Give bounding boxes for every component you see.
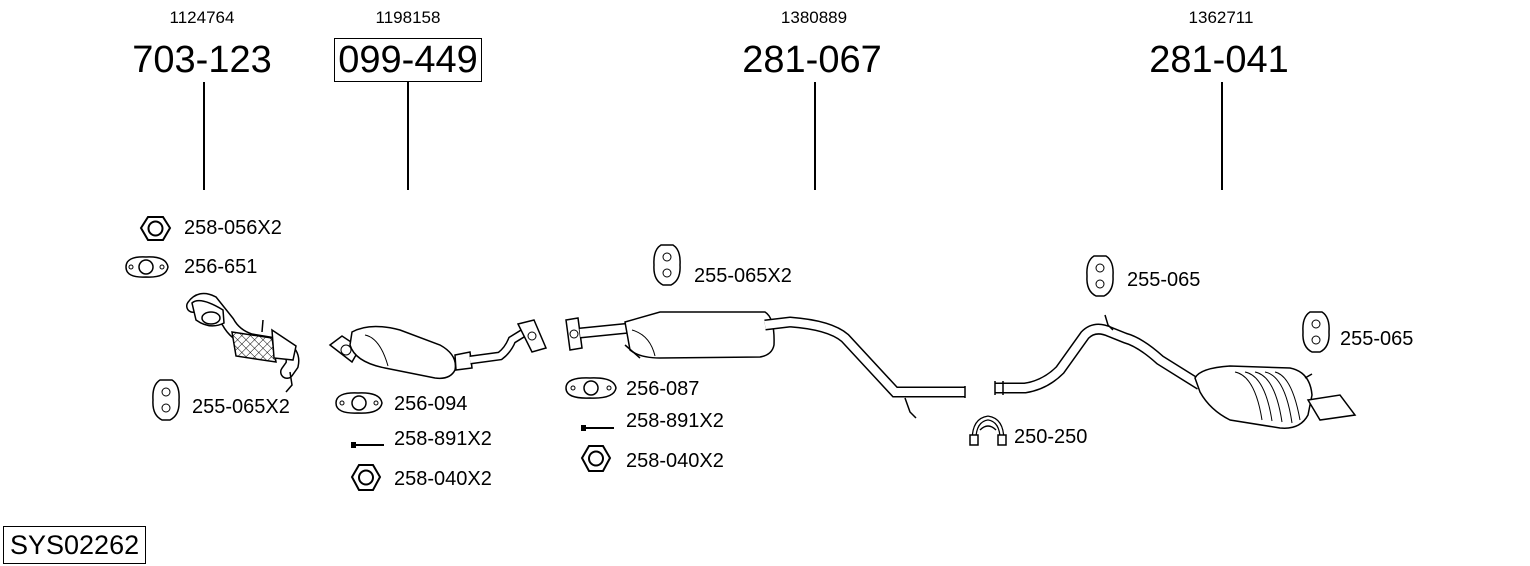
label-hanger-255-065x2: 255-065X2: [694, 265, 792, 287]
label-nut-258-056x2: 258-056X2: [184, 217, 282, 239]
part-number-703-123[interactable]: 703-123: [132, 39, 272, 81]
hex-nut-icon[interactable]: [580, 445, 612, 472]
leader-line-1: [203, 82, 205, 190]
part-number-099-449[interactable]: 099-449: [298, 38, 518, 82]
label-bolt-258-891x2: 258-891X2: [394, 428, 492, 450]
middle-silencer-281-067-icon[interactable]: [565, 311, 966, 419]
hex-nut-icon[interactable]: [139, 216, 172, 241]
gasket-icon[interactable]: [335, 392, 383, 414]
gasket-icon[interactable]: [125, 256, 169, 278]
leader-line-4: [1221, 82, 1223, 190]
oe-number-3: 1380889: [780, 8, 848, 27]
oe-number-2: 1198158: [375, 8, 441, 27]
oe-number-1: 1124764: [169, 8, 235, 27]
label-nut-258-040x2: 258-040X2: [626, 450, 724, 472]
hanger-rubber-icon[interactable]: [1302, 311, 1330, 353]
label-gasket-256-087: 256-087: [626, 378, 700, 400]
part-number-281-067[interactable]: 281-067: [742, 39, 882, 81]
label-gasket-256-651: 256-651: [184, 256, 258, 278]
hanger-rubber-icon[interactable]: [653, 244, 681, 286]
label-gasket-256-094: 256-094: [394, 393, 468, 415]
hanger-rubber-icon[interactable]: [152, 379, 180, 421]
label-hanger-255-065: 255-065: [1127, 269, 1201, 291]
bolt-icon[interactable]: [581, 425, 614, 431]
leader-line-3: [814, 82, 816, 190]
hanger-rubber-icon[interactable]: [1086, 255, 1114, 297]
gasket-icon[interactable]: [565, 377, 617, 399]
bolt-icon[interactable]: [351, 442, 384, 448]
front-pipe-703-123-icon[interactable]: [186, 292, 300, 393]
rear-silencer-281-041-icon[interactable]: [994, 314, 1357, 429]
leader-line-2: [407, 82, 409, 190]
pipe-clamp-icon[interactable]: [969, 415, 1007, 446]
label-hanger-255-065x2: 255-065X2: [192, 396, 290, 418]
system-code: SYS02262: [3, 526, 147, 564]
label-hanger-255-065: 255-065: [1340, 328, 1414, 350]
oe-number-4: 1362711: [1188, 8, 1254, 27]
hex-nut-icon[interactable]: [350, 464, 382, 491]
label-nut-258-040x2: 258-040X2: [394, 468, 492, 490]
part-number-281-041[interactable]: 281-041: [1149, 39, 1289, 81]
label-bolt-258-891x2: 258-891X2: [626, 410, 724, 432]
catalytic-converter-099-449-icon[interactable]: [328, 319, 548, 380]
label-clamp-250-250: 250-250: [1014, 426, 1088, 448]
